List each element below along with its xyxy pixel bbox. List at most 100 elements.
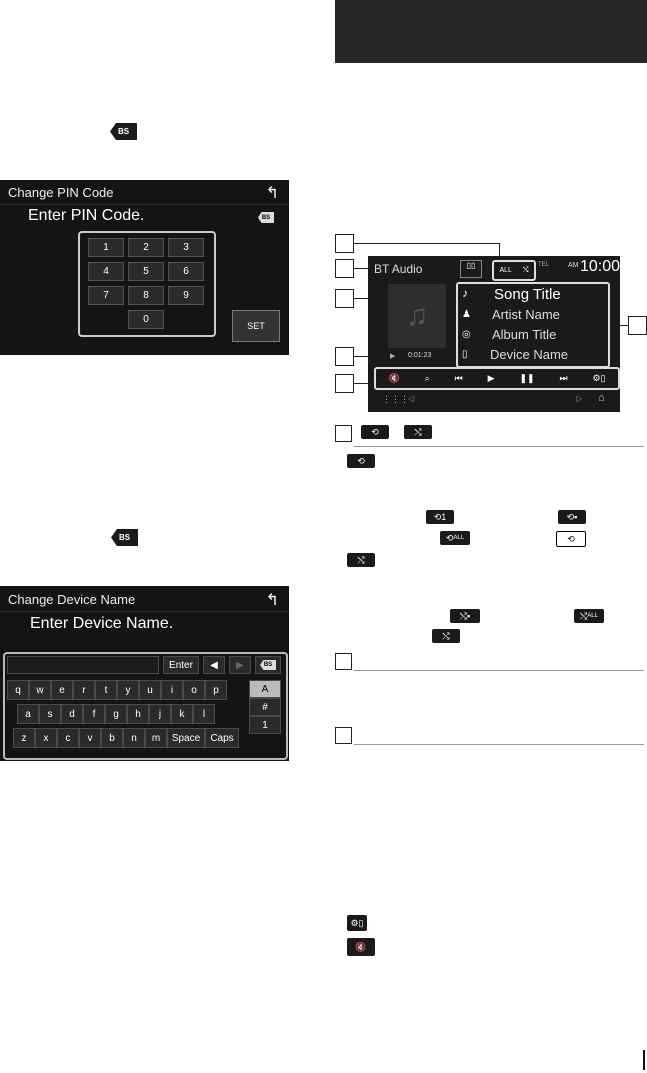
key-a[interactable]: a xyxy=(17,704,39,724)
album-icon: ◎ xyxy=(462,329,471,340)
key-w[interactable]: w xyxy=(29,680,51,700)
mute-icon: 🔇 xyxy=(347,938,375,956)
home-icon[interactable]: ⌂ xyxy=(598,392,605,404)
key-m[interactable]: m xyxy=(145,728,167,748)
shuffle-all-icon: ⤭ALL xyxy=(574,609,604,623)
key-e[interactable]: e xyxy=(51,680,73,700)
key-r[interactable]: r xyxy=(73,680,95,700)
alpha-mode-key[interactable]: A xyxy=(249,680,281,698)
key-1[interactable]: 1 xyxy=(88,238,124,257)
right-drawer-icon[interactable]: ▷ xyxy=(576,394,583,403)
key-o[interactable]: o xyxy=(183,680,205,700)
keyboard-area: Enter ◀ ▶ BS q w e r t y u i o p a s d f… xyxy=(3,652,288,760)
backspace-icon: BS xyxy=(111,529,138,546)
key-t[interactable]: t xyxy=(95,680,117,700)
section-number-box xyxy=(335,727,352,744)
key-d[interactable]: d xyxy=(61,704,83,724)
key-q[interactable]: q xyxy=(7,680,29,700)
backspace-key[interactable]: BS xyxy=(255,656,281,674)
artist-name: Artist Name xyxy=(492,307,560,322)
shuffle-off-icon: ⤭ xyxy=(432,629,460,643)
key-9[interactable]: 9 xyxy=(168,286,204,305)
key-l[interactable]: l xyxy=(193,704,215,724)
section-number-box xyxy=(335,653,352,670)
previous-icon[interactable]: ⏮ xyxy=(454,373,463,383)
key-4[interactable]: 4 xyxy=(88,262,124,281)
callout-box xyxy=(628,316,647,335)
song-title: Song Title xyxy=(494,286,561,303)
symbol-mode-key[interactable]: # xyxy=(249,698,281,716)
key-7[interactable]: 7 xyxy=(88,286,124,305)
key-b[interactable]: b xyxy=(101,728,123,748)
shuffle-icon: ⤭ xyxy=(347,553,375,567)
cursor-right-key[interactable]: ▶ xyxy=(229,656,251,674)
callout-box xyxy=(335,289,354,308)
back-arrow-icon[interactable]: ↰ xyxy=(265,185,279,202)
key-3[interactable]: 3 xyxy=(168,238,204,257)
cursor-left-key[interactable]: ◀ xyxy=(203,656,225,674)
shuffle-icon: ⤭ xyxy=(404,425,432,439)
key-h[interactable]: h xyxy=(127,704,149,724)
control-bar: 🔇 ⌕ ⏮ ▶ ❚❚ ⏭ ⚙▯ xyxy=(374,367,620,390)
key-v[interactable]: v xyxy=(79,728,101,748)
repeat-icon: ⟲ xyxy=(347,454,375,468)
callout-box xyxy=(335,374,354,393)
bt-device-icon[interactable]: ▯▯ xyxy=(460,260,482,278)
key-p[interactable]: p xyxy=(205,680,227,700)
name-prompt: Enter Device Name. xyxy=(30,615,174,632)
backspace-icon: BS xyxy=(110,123,137,140)
album-art: ♫ xyxy=(388,284,446,348)
screen-title: Change PIN Code xyxy=(8,185,114,200)
page-edge-mark xyxy=(643,1050,645,1070)
device-name: Device Name xyxy=(490,347,569,362)
pause-icon[interactable]: ❚❚ xyxy=(519,373,535,383)
backspace-key[interactable]: BS xyxy=(258,212,274,223)
key-x[interactable]: x xyxy=(35,728,57,748)
key-g[interactable]: g xyxy=(105,704,127,724)
play-time: 0:01:23 xyxy=(408,352,432,359)
caps-key[interactable]: Caps xyxy=(205,728,239,748)
note-icon: ♪ xyxy=(462,286,468,300)
key-2[interactable]: 2 xyxy=(128,238,164,257)
enter-key[interactable]: Enter xyxy=(163,656,199,674)
key-u[interactable]: u xyxy=(139,680,161,700)
callout-box xyxy=(335,234,354,253)
section-number-box xyxy=(335,425,352,442)
key-6[interactable]: 6 xyxy=(168,262,204,281)
key-0[interactable]: 0 xyxy=(128,310,164,329)
number-mode-key[interactable]: 1 xyxy=(249,716,281,734)
left-drawer-icon[interactable]: ◁ xyxy=(408,394,415,403)
repeat-all-icon: ⟲ALL xyxy=(440,531,470,545)
play-icon[interactable]: ▶ xyxy=(487,373,495,383)
key-j[interactable]: j xyxy=(149,704,171,724)
key-s[interactable]: s xyxy=(39,704,61,724)
key-y[interactable]: y xyxy=(117,680,139,700)
album-title: Album Title xyxy=(492,327,557,342)
key-8[interactable]: 8 xyxy=(128,286,164,305)
repeat-folder-icon: ⟲▪ xyxy=(558,510,586,524)
text-input-field[interactable] xyxy=(7,656,159,674)
mute-icon[interactable]: 🔇 xyxy=(388,373,400,383)
clock: 10:00 xyxy=(580,258,621,275)
callout-box xyxy=(335,347,354,366)
key-f[interactable]: f xyxy=(83,704,105,724)
pin-keypad: 1 2 3 4 5 6 7 8 9 0 xyxy=(78,231,216,337)
key-c[interactable]: c xyxy=(57,728,79,748)
device-settings-icon[interactable]: ⚙▯ xyxy=(592,373,606,383)
pin-code-screen: Change PIN Code ↰ Enter PIN Code. BS 1 2… xyxy=(0,180,289,355)
search-icon[interactable]: ⌕ xyxy=(424,373,430,383)
menu-grid-icon[interactable]: ⋮⋮⋮ xyxy=(382,394,409,404)
key-5[interactable]: 5 xyxy=(128,262,164,281)
space-key[interactable]: Space xyxy=(167,728,205,748)
section-header-bar xyxy=(335,0,647,63)
next-icon[interactable]: ⏭ xyxy=(559,373,568,383)
key-z[interactable]: z xyxy=(13,728,35,748)
tel-indicator: TEL xyxy=(538,262,550,268)
back-arrow-icon[interactable]: ↰ xyxy=(265,592,279,609)
key-n[interactable]: n xyxy=(123,728,145,748)
key-k[interactable]: k xyxy=(171,704,193,724)
repeat-icon: ⟲ xyxy=(361,425,389,439)
key-i[interactable]: i xyxy=(161,680,183,700)
set-button[interactable]: SET xyxy=(232,310,280,342)
device-name-screen: Change Device Name ↰ Enter Device Name. … xyxy=(0,586,289,761)
